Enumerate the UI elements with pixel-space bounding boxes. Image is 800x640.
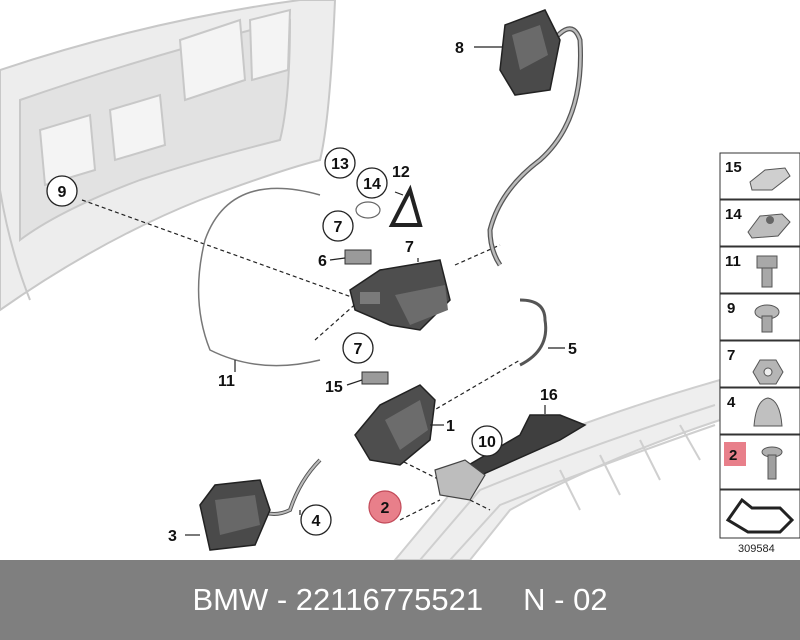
callout-15: 13	[331, 156, 349, 173]
callout-13: 12	[392, 164, 410, 181]
callout-7b: 7	[354, 341, 363, 358]
cable-5	[519, 298, 548, 367]
callout-2-highlight: 2	[368, 490, 402, 524]
sidebar-label-2: 2	[729, 447, 737, 464]
callout-5: 5	[568, 341, 577, 358]
part-1-lock	[354, 384, 436, 466]
sidebar-label-11: 11	[725, 253, 741, 270]
callout-circle-15	[324, 147, 356, 179]
callout-10: 8	[455, 40, 464, 57]
callout-11: 10	[478, 434, 496, 451]
sidebar-highlight-2	[724, 442, 746, 466]
callout-2: 2	[381, 500, 390, 517]
callout-circle-14	[356, 167, 388, 199]
callout-9: 9	[58, 184, 67, 201]
footer-bar: BMW - 22116775521 N - 02	[0, 560, 800, 640]
sidebar-label-14: 14	[725, 206, 742, 223]
sidebar-cell-11	[719, 246, 800, 294]
callout-circle-7a	[322, 210, 354, 242]
clip-14-icon	[747, 213, 791, 239]
part-3-drive	[199, 479, 271, 551]
part-8-lock	[349, 259, 451, 331]
callout-7a: 7	[334, 219, 343, 236]
footer-part-number: 22116775521	[295, 582, 484, 617]
part-6-connector	[344, 249, 372, 265]
part-13-seal	[388, 184, 423, 227]
sidebar-label-4: 4	[727, 394, 736, 411]
circled-callout-text: 9 13 14 7 7 10 4	[58, 156, 496, 530]
circled-callouts	[46, 147, 503, 536]
callout-8: 7	[405, 239, 414, 256]
callout-circle-11	[471, 425, 503, 457]
arrow-icon	[725, 497, 795, 534]
callout-circle-7b	[342, 332, 374, 364]
reference-number: 309584	[738, 543, 775, 555]
part-16-connector	[361, 371, 389, 385]
footer-dash: -	[276, 582, 288, 617]
callout-3: 3	[168, 528, 177, 545]
part-11-plate	[434, 459, 486, 501]
callout-circle-4	[300, 504, 332, 536]
sidebar-label-7: 7	[727, 347, 735, 364]
callout-14: 14	[363, 176, 381, 193]
part-17-bracket	[458, 414, 587, 481]
sidebar-label-9: 9	[727, 300, 735, 317]
callout-1: 1	[446, 418, 455, 435]
footer-variant: N - 02	[523, 582, 608, 617]
cable-12	[197, 187, 321, 367]
footer-brand: BMW	[192, 582, 269, 617]
cap-4-icon	[753, 397, 783, 427]
callout-circle-9	[46, 175, 78, 207]
part-10-actuator	[499, 9, 561, 96]
callout-12: 11	[218, 373, 235, 390]
parts-diagram: 8 12 7 6 5 11 15 16 1 3 9 13 14 7 7 10 4…	[0, 0, 800, 560]
parts-sidebar: 15 14 11 9 7 4 2 309584	[719, 152, 800, 555]
clip-15-icon	[749, 167, 791, 191]
sidebar-label-15: 15	[725, 159, 742, 176]
callout-16: 15	[325, 379, 343, 396]
callout-6: 6	[318, 253, 327, 270]
callout-leaders	[185, 46, 565, 536]
bolt-11-icon	[756, 255, 778, 288]
callout-labels: 8 12 7 6 5 11 15 16 1 3	[168, 40, 577, 545]
part-15-ring	[355, 201, 381, 219]
callout-17: 16	[540, 387, 558, 404]
callout-4: 4	[312, 513, 321, 530]
trunk-lid-illustration	[0, 0, 337, 312]
